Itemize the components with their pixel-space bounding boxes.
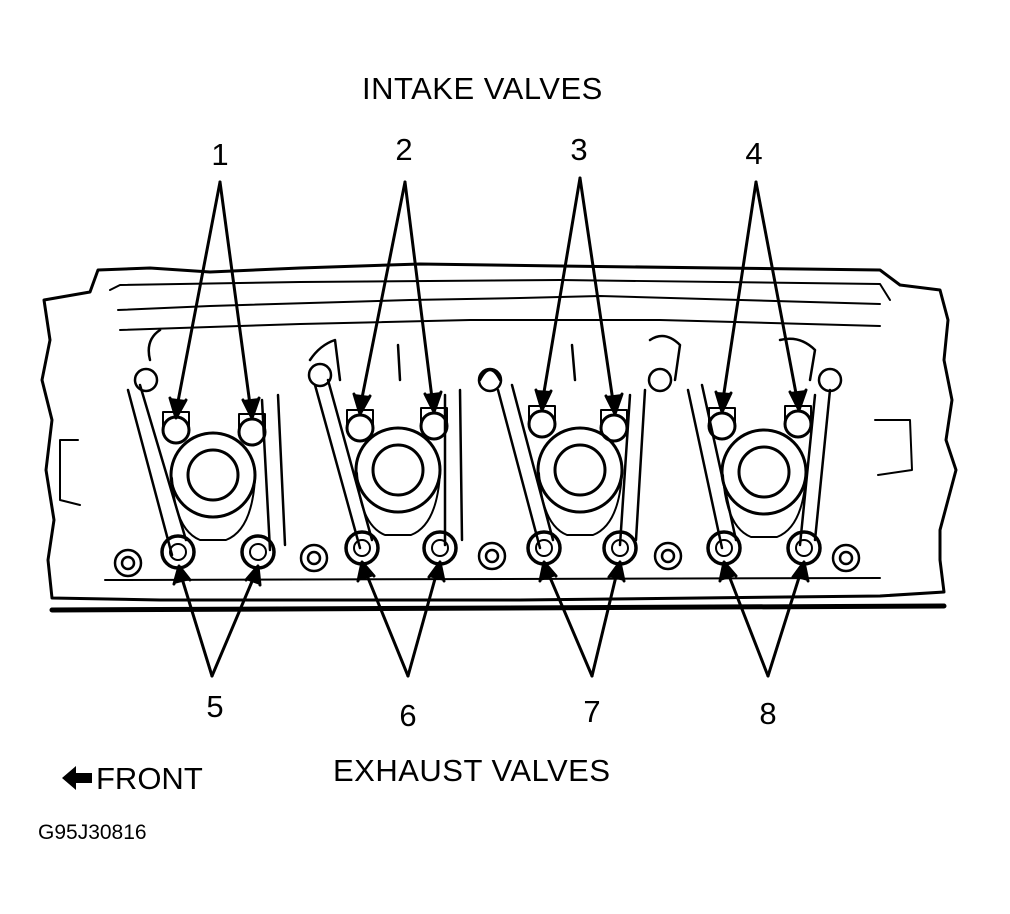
intake-valves-title: INTAKE VALVES: [362, 71, 603, 106]
exhaust-number-8: 8: [759, 696, 776, 731]
intake-number-4: 4: [745, 136, 762, 171]
exhaust-number-5: 5: [206, 689, 223, 724]
exhaust-number-6: 6: [399, 698, 416, 733]
figure-code: G95J30816: [38, 821, 147, 844]
exhaust-leader-arrows: [172, 560, 810, 678]
intake-number-1: 1: [211, 137, 228, 172]
front-label: FRONT: [96, 761, 203, 796]
head-bolts: [113, 362, 861, 578]
exhaust-valve: [240, 534, 276, 570]
intake-number-3: 3: [570, 132, 587, 167]
arrow-left-icon: [62, 766, 92, 790]
cylinder-head-outline: [40, 262, 958, 613]
rocker-arms: [126, 328, 832, 557]
exhaust-valves-title: EXHAUST VALVES: [333, 753, 611, 788]
exhaust-valve: [422, 530, 458, 566]
intake-number-labels: 1 2 3 4: [211, 132, 762, 172]
exhaust-valve: [160, 534, 196, 570]
exhaust-valve: [526, 530, 562, 566]
intake-number-2: 2: [395, 132, 412, 167]
exhaust-valve: [344, 530, 380, 566]
exhaust-number-labels: 5 6 7 8: [206, 689, 776, 733]
exhaust-valve: [706, 530, 742, 566]
exhaust-valve: [786, 530, 822, 566]
intake-leader-arrows: [168, 176, 808, 420]
exhaust-number-7: 7: [583, 694, 600, 729]
